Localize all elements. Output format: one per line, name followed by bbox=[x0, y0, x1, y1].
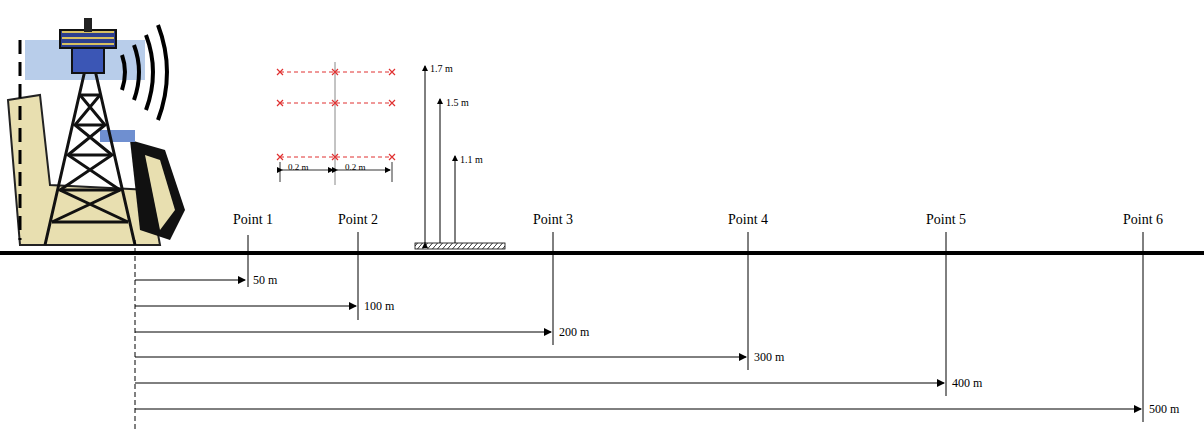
point-marker bbox=[277, 100, 283, 106]
tower-illustration bbox=[8, 18, 185, 245]
distance-label: 200 m bbox=[559, 326, 589, 338]
distance-label: 300 m bbox=[754, 351, 784, 363]
distance-label: 400 m bbox=[952, 377, 982, 389]
point-marker bbox=[332, 154, 338, 160]
point-label: Point 3 bbox=[533, 213, 573, 227]
point-marker bbox=[389, 154, 395, 160]
point-label: Point 1 bbox=[233, 213, 273, 227]
point-marker bbox=[389, 100, 395, 106]
point-marker bbox=[277, 69, 283, 75]
point-marker bbox=[277, 154, 283, 160]
point-label: Point 2 bbox=[338, 213, 378, 227]
height-dimension: 1.5 m bbox=[446, 98, 469, 108]
point-label: Point 4 bbox=[728, 213, 768, 227]
point-label: Point 5 bbox=[926, 213, 966, 227]
distance-axis bbox=[0, 232, 1204, 430]
distance-label: 100 m bbox=[364, 300, 394, 312]
width-dimension: 0.2 m bbox=[345, 163, 366, 172]
height-dimension: 1.1 m bbox=[460, 155, 483, 165]
point-marker bbox=[332, 69, 338, 75]
width-dimension: 0.2 m bbox=[288, 163, 309, 172]
measurement-grid bbox=[277, 62, 395, 185]
point-label: Point 6 bbox=[1123, 213, 1163, 227]
height-dimension: 1.7 m bbox=[430, 64, 453, 74]
distance-label: 50 m bbox=[253, 274, 277, 286]
height-arrows bbox=[415, 66, 505, 249]
distance-label: 500 m bbox=[1149, 403, 1179, 415]
point-marker bbox=[389, 69, 395, 75]
point-marker bbox=[332, 100, 338, 106]
